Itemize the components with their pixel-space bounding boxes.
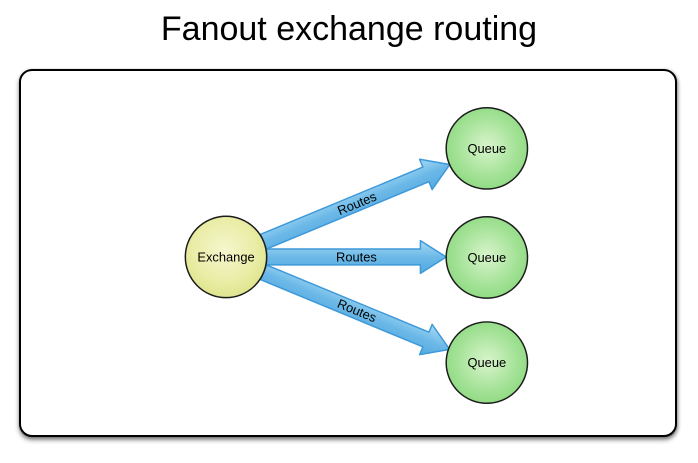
queue-node-middle: Queue (445, 216, 529, 299)
route-arrow-bottom (259, 264, 451, 356)
exchange-label: Exchange (197, 249, 254, 264)
diagram-canvas: Routes Routes Routes Exchange Queue Queu… (184, 106, 529, 405)
queue-node-top: Queue (445, 106, 529, 190)
exchange-node: Exchange (184, 215, 268, 299)
route-label-middle: Routes (336, 249, 377, 264)
queue-circle (445, 216, 529, 299)
exchange-circle (184, 215, 268, 299)
queue-circle (445, 321, 529, 405)
queue-label: Queue (468, 250, 507, 265)
queue-label: Queue (468, 141, 507, 156)
queue-circle (445, 106, 529, 190)
route-arrow-middle (265, 239, 447, 275)
queue-label: Queue (468, 355, 507, 370)
queue-node-bottom: Queue (445, 321, 529, 405)
diagram-panel: Routes Routes Routes Exchange Queue Queu… (19, 69, 677, 437)
route-labels: Routes Routes Routes (335, 189, 378, 326)
route-arrows (259, 158, 451, 356)
page-title: Fanout exchange routing (160, 10, 538, 48)
route-label-bottom: Routes (335, 296, 378, 325)
route-arrow-top (259, 158, 451, 250)
route-label-top: Routes (335, 189, 378, 218)
